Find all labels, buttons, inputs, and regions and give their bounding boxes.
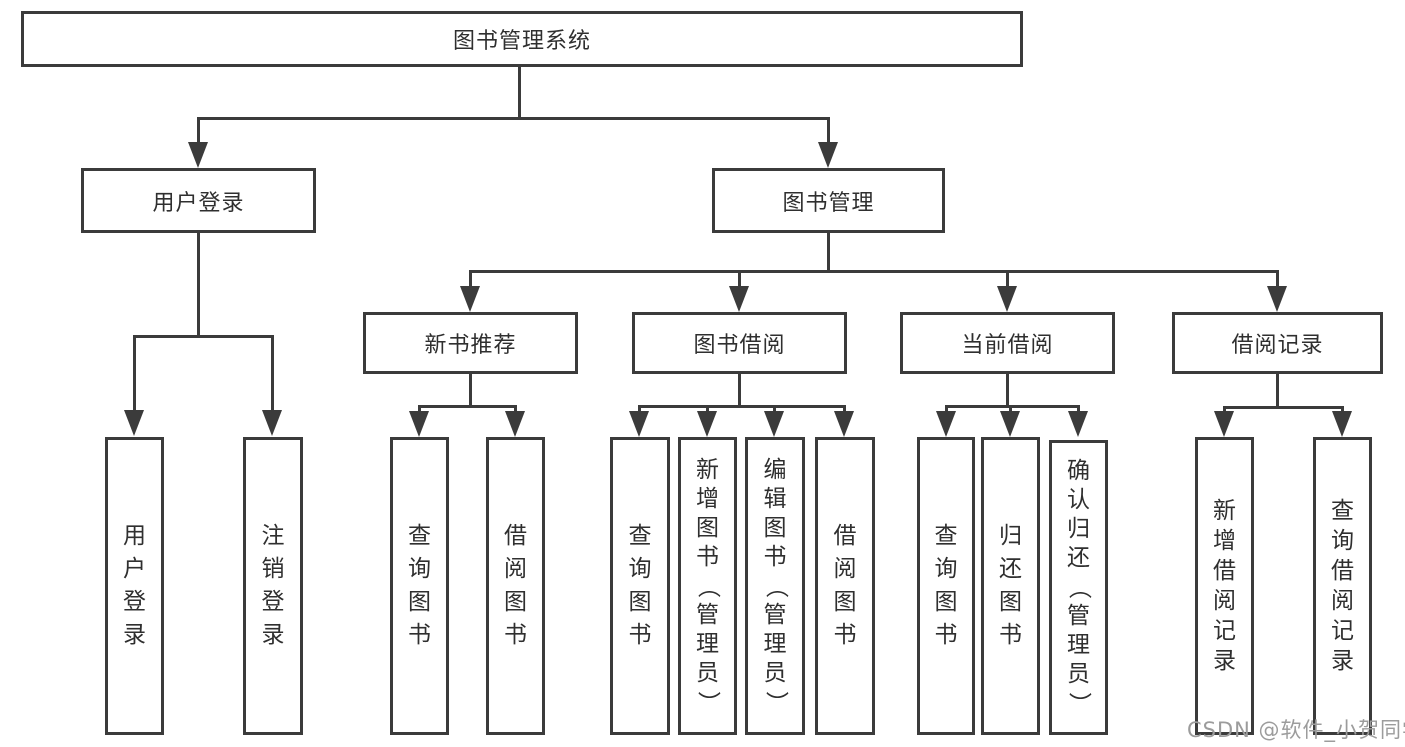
arrow-down-icon xyxy=(1214,411,1234,437)
connector-line xyxy=(843,405,846,413)
connector-line xyxy=(773,405,776,413)
node-book-borrowing: 图书借阅 xyxy=(632,312,847,374)
connector-line xyxy=(197,117,200,144)
leaf-borrow-books-borrowing: 借阅图书 xyxy=(815,437,875,735)
connector-line xyxy=(738,270,741,288)
connector-line xyxy=(469,373,472,407)
arrow-down-icon xyxy=(1267,286,1287,312)
arrow-down-icon xyxy=(997,286,1017,312)
node-label: 借阅图书 xyxy=(833,523,857,648)
arrow-down-icon xyxy=(188,142,208,168)
connector-line xyxy=(418,405,421,413)
node-borrowing-records: 借阅记录 xyxy=(1172,312,1383,374)
connector-line xyxy=(1077,405,1080,413)
node-label: 借阅图书 xyxy=(504,523,527,648)
connector-line xyxy=(945,405,948,413)
connector-line xyxy=(197,231,200,338)
connector-line xyxy=(1223,406,1226,413)
node-new-book-recommend: 新书推荐 xyxy=(363,312,578,374)
node-label: 新增借阅记录 xyxy=(1213,497,1236,674)
connector-line xyxy=(1006,270,1009,288)
arrow-down-icon xyxy=(818,142,838,168)
leaf-logout-login: 注销登录 xyxy=(243,437,303,735)
arrow-down-icon xyxy=(124,410,144,436)
node-label: 新书推荐 xyxy=(424,333,517,358)
leaf-user-login: 用户登录 xyxy=(105,437,164,735)
node-label: 当前借阅 xyxy=(961,333,1054,358)
arrow-down-icon xyxy=(1332,411,1352,437)
connector-line xyxy=(197,117,830,120)
node-user-login: 用户登录 xyxy=(81,168,316,233)
node-label: 查询借阅记录 xyxy=(1331,497,1354,674)
connector-line xyxy=(738,373,741,407)
arrow-down-icon xyxy=(697,411,717,437)
node-library-management-system: 图书管理系统 xyxy=(21,11,1023,67)
connector-line xyxy=(469,270,472,288)
node-label: 确认归还（管理员） xyxy=(1066,458,1092,716)
arrow-down-icon xyxy=(729,286,749,312)
node-label: 查询图书 xyxy=(628,523,652,648)
connector-line xyxy=(1223,406,1344,409)
node-label: 图书管理系统 xyxy=(452,29,591,54)
arrow-down-icon xyxy=(505,411,525,437)
leaf-add-books-admin: 新增图书（管理员） xyxy=(678,437,737,735)
csdn-watermark: CSDN @软件_小贺同学 xyxy=(1187,718,1405,742)
node-label: 查询图书 xyxy=(934,523,958,648)
connector-line xyxy=(706,405,709,413)
leaf-confirm-return-admin: 确认归还（管理员） xyxy=(1049,440,1108,735)
node-label: 编辑图书（管理员） xyxy=(762,456,789,714)
leaf-add-borrow-record: 新增借阅记录 xyxy=(1195,437,1254,735)
leaf-return-books: 归还图书 xyxy=(981,437,1040,735)
arrow-down-icon xyxy=(1000,411,1020,437)
connector-line xyxy=(418,405,517,408)
leaf-borrow-books-recommend: 借阅图书 xyxy=(486,437,545,735)
node-label: 归还图书 xyxy=(999,523,1022,648)
connector-line xyxy=(1006,373,1009,407)
connector-line xyxy=(827,231,830,273)
connector-line xyxy=(518,66,521,120)
connector-line xyxy=(469,270,1279,273)
node-label: 用户登录 xyxy=(152,190,245,216)
arrow-down-icon xyxy=(764,411,784,437)
arrow-down-icon xyxy=(262,410,282,436)
connector-line xyxy=(638,405,846,408)
arrow-down-icon xyxy=(834,411,854,437)
connector-line xyxy=(1276,270,1279,288)
leaf-query-books-recommend: 查询图书 xyxy=(390,437,449,735)
arrow-down-icon xyxy=(460,286,480,312)
leaf-query-books-current: 查询图书 xyxy=(917,437,975,735)
connector-line xyxy=(133,335,136,412)
connector-line xyxy=(271,335,274,412)
connector-line xyxy=(514,405,517,413)
connector-line xyxy=(827,117,830,144)
connector-line xyxy=(945,405,1080,408)
node-label: 注销登录 xyxy=(261,523,285,648)
connector-line xyxy=(1341,406,1344,413)
leaf-query-books-borrowing: 查询图书 xyxy=(610,437,670,735)
node-label: 新增图书（管理员） xyxy=(695,456,721,714)
node-label: 图书管理 xyxy=(782,190,875,216)
node-book-management: 图书管理 xyxy=(712,168,945,233)
node-label: 借阅记录 xyxy=(1231,333,1324,358)
leaf-query-borrow-record: 查询借阅记录 xyxy=(1313,437,1372,735)
arrow-down-icon xyxy=(936,411,956,437)
node-current-borrowing: 当前借阅 xyxy=(900,312,1115,374)
leaf-edit-books-admin: 编辑图书（管理员） xyxy=(745,437,805,735)
connector-line xyxy=(133,335,274,338)
arrow-down-icon xyxy=(1068,411,1088,437)
arrow-down-icon xyxy=(409,411,429,437)
connector-line xyxy=(1009,405,1012,413)
arrow-down-icon xyxy=(629,411,649,437)
connector-line xyxy=(1276,373,1279,408)
node-label: 用户登录 xyxy=(123,523,146,648)
node-label: 图书借阅 xyxy=(693,333,786,358)
node-label: 查询图书 xyxy=(408,523,431,648)
connector-line xyxy=(638,405,641,413)
